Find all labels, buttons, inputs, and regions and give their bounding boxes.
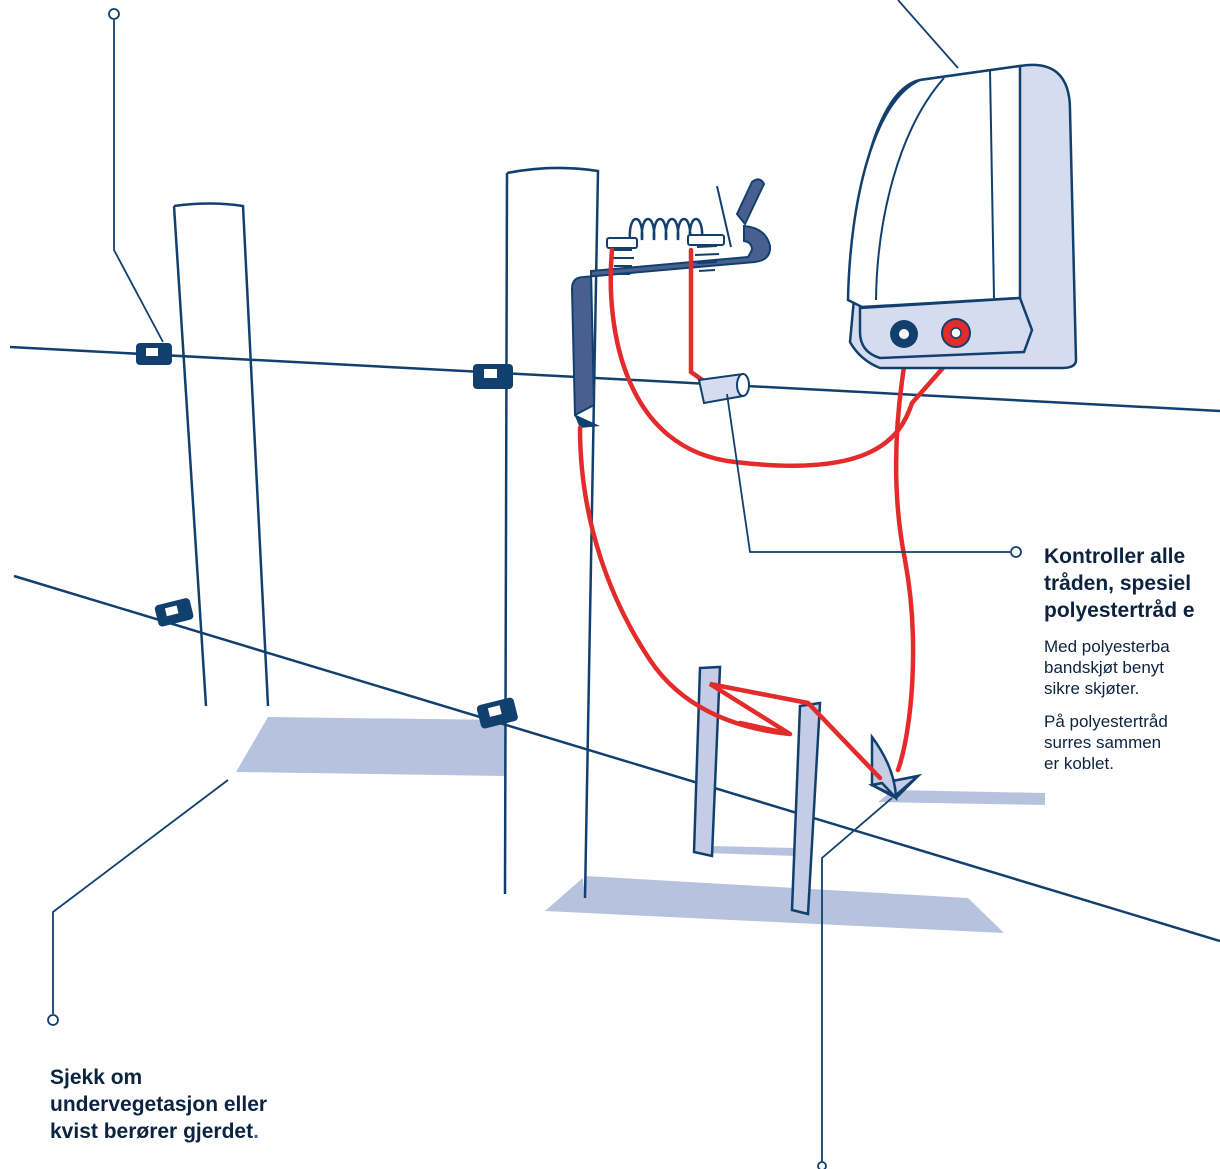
ground-stake-1 xyxy=(692,665,722,858)
leader-line-energizer xyxy=(897,0,959,69)
bracket-lower xyxy=(574,414,600,428)
ground-shadows xyxy=(236,717,1045,933)
red-cable-down xyxy=(893,352,916,773)
leader-line-insulator xyxy=(113,20,164,343)
splice-connector-icon xyxy=(697,372,750,405)
callout-splices-text-1: Med polyesterba bandskjøt benyt sikre sk… xyxy=(1044,637,1170,698)
lightning-arrester xyxy=(570,178,772,428)
callout-vegetation-title-text: Sjekk om undervegetasjon eller kvist ber… xyxy=(50,1066,268,1143)
shadow-post-2 xyxy=(545,876,1004,933)
leader-dot xyxy=(108,8,120,20)
energizer-icon xyxy=(846,63,1078,370)
insulator-icon xyxy=(476,697,518,729)
callout-vegetation: Sjekk om undervegetasjon eller kvist ber… xyxy=(50,1064,350,1145)
leader-lines xyxy=(47,0,1022,1169)
red-cable-earth xyxy=(577,425,883,781)
fence-posts xyxy=(172,166,600,899)
callout-splices-text-2: På polyestertråd surres sammen er koblet… xyxy=(1044,712,1168,773)
insulator-icon xyxy=(136,343,172,365)
terminal-block-icon xyxy=(606,234,725,275)
leader-dot xyxy=(47,1014,59,1026)
callout-vegetation-title: Sjekk om undervegetasjon eller kvist ber… xyxy=(50,1064,350,1145)
leader-line-stake xyxy=(821,797,893,1162)
callout-splices: Kontroller alle tråden, spesiel polyeste… xyxy=(1044,543,1220,774)
red-cable-lead xyxy=(688,247,708,385)
shadow-stake-3 xyxy=(878,790,1045,805)
callout-vegetation-title-end: . xyxy=(253,1120,259,1143)
fence-wires xyxy=(9,345,1220,943)
lever-icon xyxy=(735,178,766,226)
lead-cables xyxy=(577,247,968,781)
lever-wire xyxy=(716,185,732,248)
energizer-lines xyxy=(875,69,995,301)
ground-stakes xyxy=(692,665,923,916)
top-wire xyxy=(9,345,1220,413)
leader-line-vegetation xyxy=(52,779,229,1014)
shadow-stake-1 xyxy=(705,846,797,856)
ground-stake-2 xyxy=(790,701,822,916)
bottom-wire xyxy=(13,574,1220,943)
callout-splices-title: Kontroller alle tråden, spesiel polyeste… xyxy=(1044,545,1195,622)
energizer-face xyxy=(846,64,1022,309)
leader-dot xyxy=(817,1161,827,1169)
insulator-icon xyxy=(473,364,513,389)
fence-post-1 xyxy=(172,202,270,707)
insulator-icon xyxy=(154,598,194,627)
ground-stake-3-body xyxy=(871,773,922,800)
ground-stake-3-face xyxy=(870,733,898,802)
leader-line-splice xyxy=(726,393,1010,553)
insulators xyxy=(136,343,518,729)
leader-dot xyxy=(1010,546,1022,558)
shadow-post-1 xyxy=(236,717,505,776)
